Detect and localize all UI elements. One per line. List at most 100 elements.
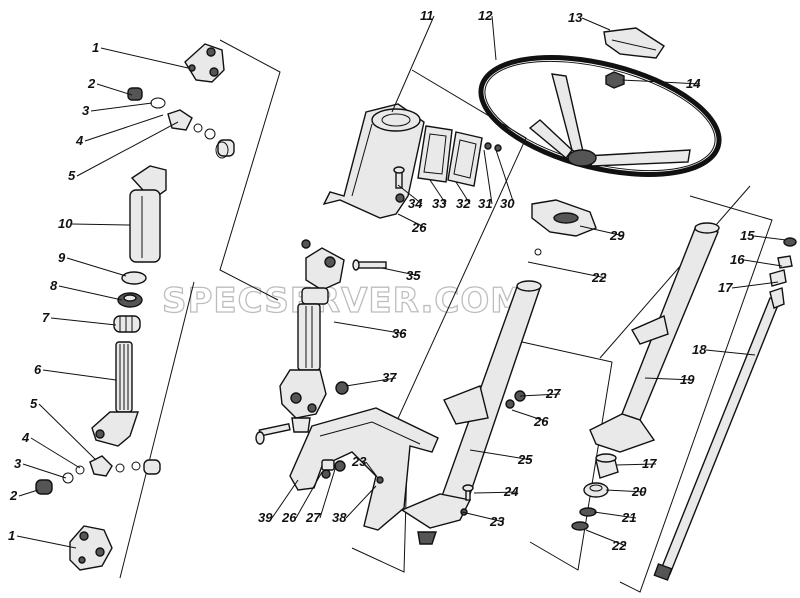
callout-c14: 14 — [686, 76, 701, 91]
leader-line-c5b — [38, 403, 97, 461]
callout-c35: 35 — [406, 268, 421, 283]
leader-line-c39 — [271, 479, 299, 519]
leader-line-c29 — [579, 225, 625, 237]
leader-line-c23a — [365, 461, 379, 479]
callout-c23a: 23 — [351, 454, 367, 469]
part-37-nut — [335, 381, 349, 395]
part-26-washer-bracket — [321, 469, 331, 479]
callout-c17b: 17 — [642, 456, 657, 471]
callout-c29: 29 — [609, 228, 625, 243]
callout-c27a: 27 — [545, 386, 561, 401]
leader-line-c27b — [319, 465, 337, 519]
part-1-yoke-bottom — [69, 525, 113, 571]
part-7-ring — [113, 315, 141, 333]
part-19-jacket-tube — [589, 222, 720, 453]
leader-line-c33 — [429, 179, 447, 205]
callout-c17a: 17 — [718, 280, 733, 295]
callout-c37: 37 — [382, 370, 397, 385]
leader-line-c8 — [58, 285, 123, 301]
leader-line-c22b — [585, 529, 627, 547]
leader-line-c24 — [473, 491, 519, 494]
callout-c22b: 22 — [611, 538, 627, 553]
callout-c18: 18 — [692, 342, 707, 357]
support-bracket-group — [289, 407, 439, 531]
leader-line-c31 — [483, 149, 493, 205]
part-8-nut — [117, 292, 143, 308]
callout-c39: 39 — [258, 510, 273, 525]
leader-line-c1a — [100, 47, 189, 69]
callout-c19: 19 — [680, 372, 695, 387]
callout-c34: 34 — [408, 196, 423, 211]
leader-line-c15 — [753, 235, 787, 241]
leader-line-c30 — [495, 149, 515, 205]
callout-c8: 8 — [50, 278, 58, 293]
callout-c23b: 23 — [489, 514, 505, 529]
part-6-splined-shaft — [91, 341, 139, 447]
part-31-screw — [484, 142, 492, 150]
part-10-sliding-yoke — [129, 165, 167, 263]
callout-c30: 30 — [500, 196, 515, 211]
part-22-ring-bottom — [571, 521, 589, 531]
callout-c3b: 3 — [14, 456, 22, 471]
leader-line-c2b — [18, 489, 39, 497]
part-2-bearing-cup-bottom — [35, 479, 53, 495]
callout-c5b: 5 — [30, 396, 38, 411]
callout-c24: 24 — [503, 484, 519, 499]
callout-c36: 36 — [392, 326, 407, 341]
part-29-switch-housing — [531, 199, 597, 237]
part-bolt-lower — [255, 422, 291, 445]
callout-c16: 16 — [730, 252, 745, 267]
leader-line-c22a — [527, 261, 607, 279]
part-11-column-bracket — [322, 103, 425, 219]
cardan-shaft-group — [35, 43, 235, 571]
leader-line-c16 — [743, 259, 783, 267]
callout-c31: 31 — [478, 196, 492, 211]
part-27-nut-bracket — [334, 460, 346, 472]
callout-c3a: 3 — [82, 103, 90, 118]
callout-c1a: 1 — [92, 40, 99, 55]
callout-c38: 38 — [332, 510, 347, 525]
callout-c26c: 26 — [281, 510, 297, 525]
leader-line-c14 — [621, 79, 701, 85]
leader-line-c17a — [731, 281, 779, 289]
leader-line-c4b — [30, 437, 81, 469]
leader-line-c11 — [391, 15, 435, 113]
leader-line-c5a — [76, 121, 179, 177]
watermark-text: SPECSERVER.COM — [162, 281, 525, 321]
part-26-washer-tube — [505, 399, 515, 409]
callout-c11: 11 — [420, 8, 434, 23]
part-35-bolt — [352, 259, 387, 271]
part-17-bushing-lower — [595, 453, 619, 479]
leader-line-c20 — [605, 489, 647, 493]
leader-line-c3b — [22, 463, 67, 479]
steering-shaft-group — [571, 222, 797, 581]
part-5-4-3-spider-bottom — [62, 455, 161, 484]
callout-c12: 12 — [478, 8, 493, 23]
callout-c26a: 26 — [411, 220, 427, 235]
part-38-bolt — [376, 476, 384, 484]
leader-line-c18 — [705, 349, 756, 356]
part-32-plate — [447, 131, 483, 187]
part-small-nut-top — [301, 239, 311, 249]
callout-c27b: 27 — [305, 510, 321, 525]
leader-line-c1b — [16, 535, 77, 549]
part-14-nut — [605, 71, 625, 89]
part-13-horn-cap — [603, 27, 665, 59]
leader-line-c9 — [66, 257, 127, 277]
part-33-plate — [417, 125, 453, 183]
leader-line-c6 — [42, 369, 117, 381]
leader-line-c25 — [469, 449, 533, 461]
part-20-bearing — [583, 482, 609, 498]
leader-line-c36 — [333, 321, 407, 335]
callout-c4b: 4 — [21, 430, 30, 445]
leader-line-c7 — [50, 317, 117, 326]
leader-line-c27a — [519, 393, 561, 397]
leader-line-c34 — [397, 184, 423, 205]
leader-line-c38 — [345, 485, 377, 519]
part-3-seal-top — [150, 97, 166, 109]
part-4-spider-top — [167, 109, 216, 140]
callout-c33: 33 — [432, 196, 447, 211]
column-bracket-group — [322, 103, 502, 219]
